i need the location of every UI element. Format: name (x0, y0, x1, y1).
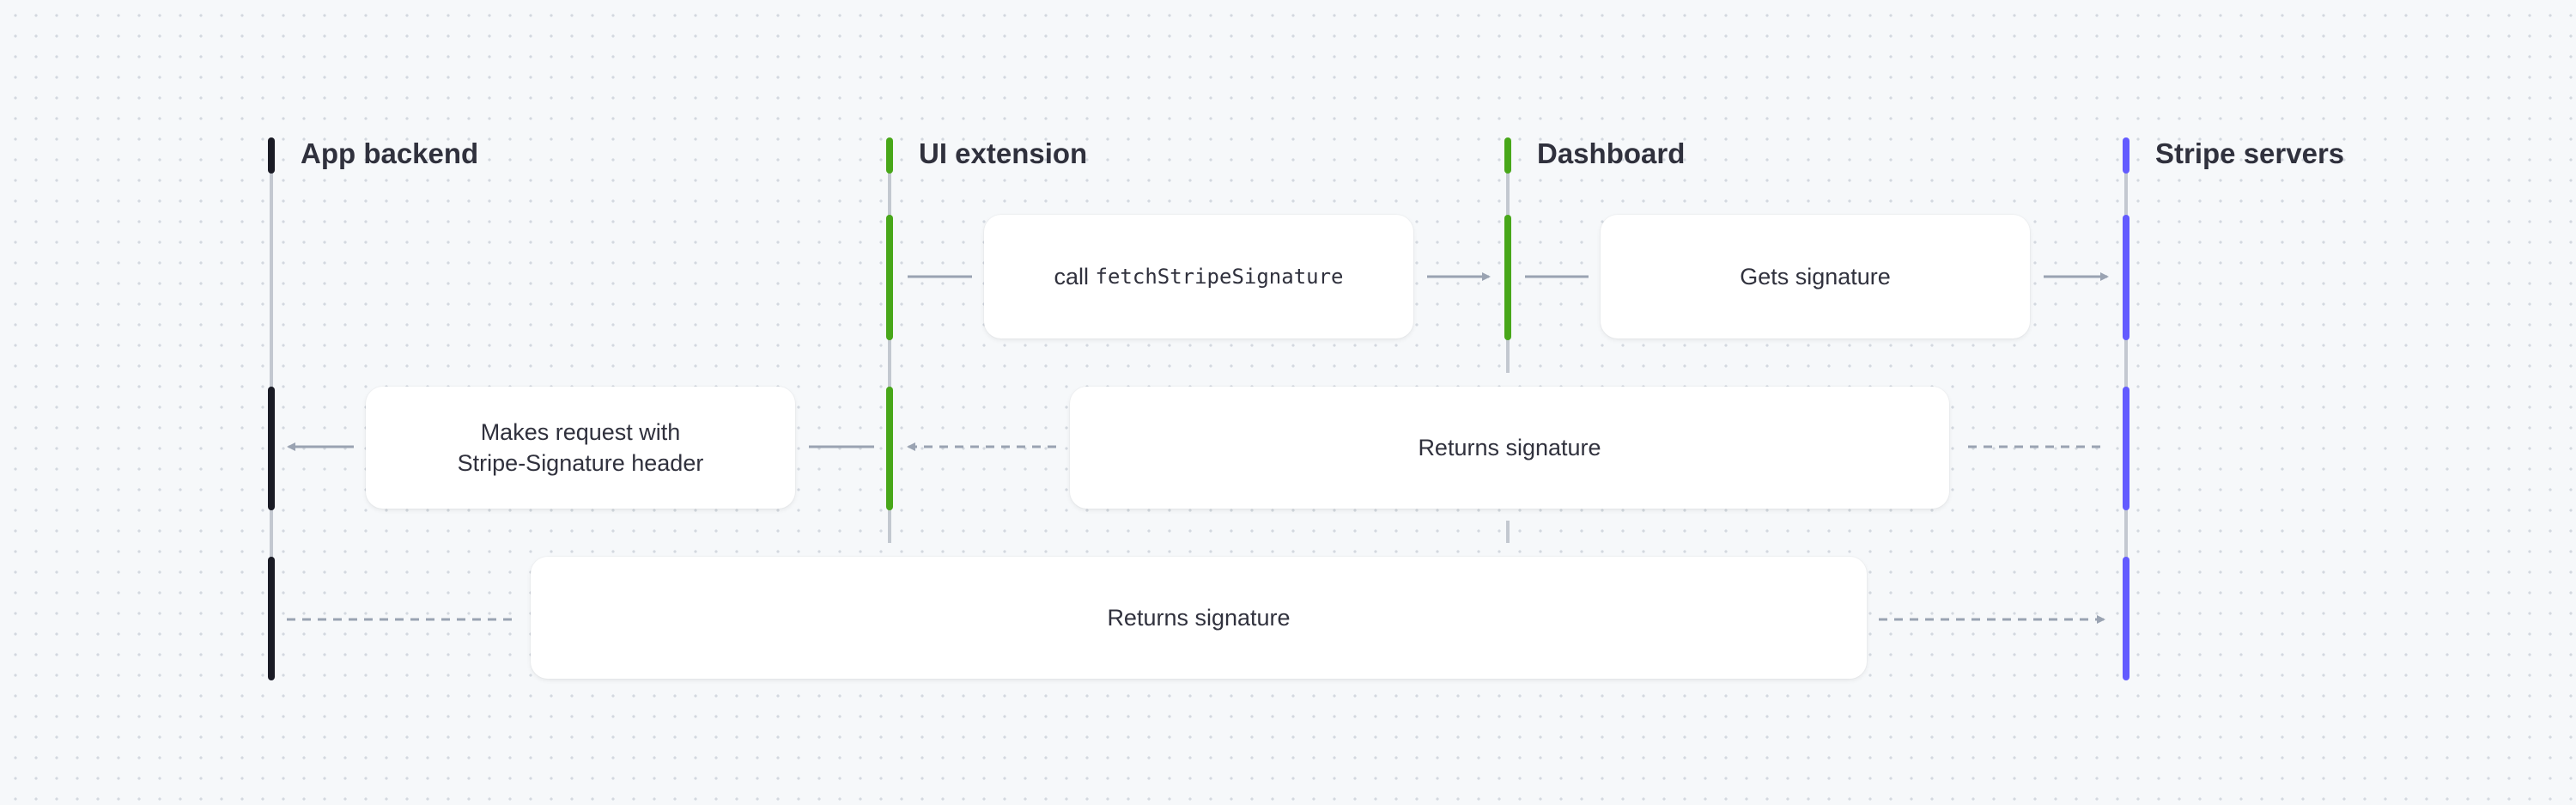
participant-title-app-backend: App backend (301, 137, 479, 169)
lifeline-ui-extension (888, 172, 891, 543)
activation-ui-extension-2 (886, 387, 893, 510)
participant-title-ui-extension: UI extension (919, 137, 1088, 169)
participant-title-stripe-servers: Stripe servers (2155, 137, 2345, 169)
participant-title-dashboard: Dashboard (1537, 137, 1686, 169)
header-marker-ui-extension (886, 137, 893, 174)
header-marker-dashboard (1504, 137, 1511, 174)
lifeline-stripe-servers (2124, 172, 2128, 567)
message-makes-request-line1: Makes request with (480, 419, 681, 445)
message-call-fetch-stripe-signature: call fetchStripeSignature (984, 215, 1413, 338)
activation-app-backend-3 (268, 557, 275, 680)
message-call-prefix: call (1054, 264, 1089, 290)
lifeline-dashboard-stub (1506, 521, 1510, 543)
activation-app-backend-2 (268, 387, 275, 510)
activation-stripe-servers-1 (2123, 215, 2129, 340)
lifeline-app-backend (270, 172, 273, 567)
header-marker-stripe-servers (2123, 137, 2129, 174)
activation-stripe-servers-2 (2123, 387, 2129, 510)
header-marker-app-backend (268, 137, 275, 174)
activation-ui-extension-1 (886, 215, 893, 340)
message-returns-signature-to-ui: Returns signature (1070, 387, 1949, 509)
message-returns-signature-label-2: Returns signature (1107, 605, 1291, 631)
message-gets-signature: Gets signature (1601, 215, 2030, 338)
activation-stripe-servers-3 (2123, 557, 2129, 680)
message-returns-signature-to-stripe: Returns signature (531, 557, 1867, 679)
message-gets-signature-label: Gets signature (1740, 264, 1891, 290)
message-returns-signature-label-1: Returns signature (1418, 435, 1601, 460)
message-call-code: fetchStripeSignature (1095, 265, 1344, 289)
message-makes-request-line2: Stripe-Signature header (457, 450, 704, 476)
activation-dashboard-1 (1504, 215, 1511, 340)
message-makes-request: Makes request with Stripe-Signature head… (366, 387, 795, 509)
